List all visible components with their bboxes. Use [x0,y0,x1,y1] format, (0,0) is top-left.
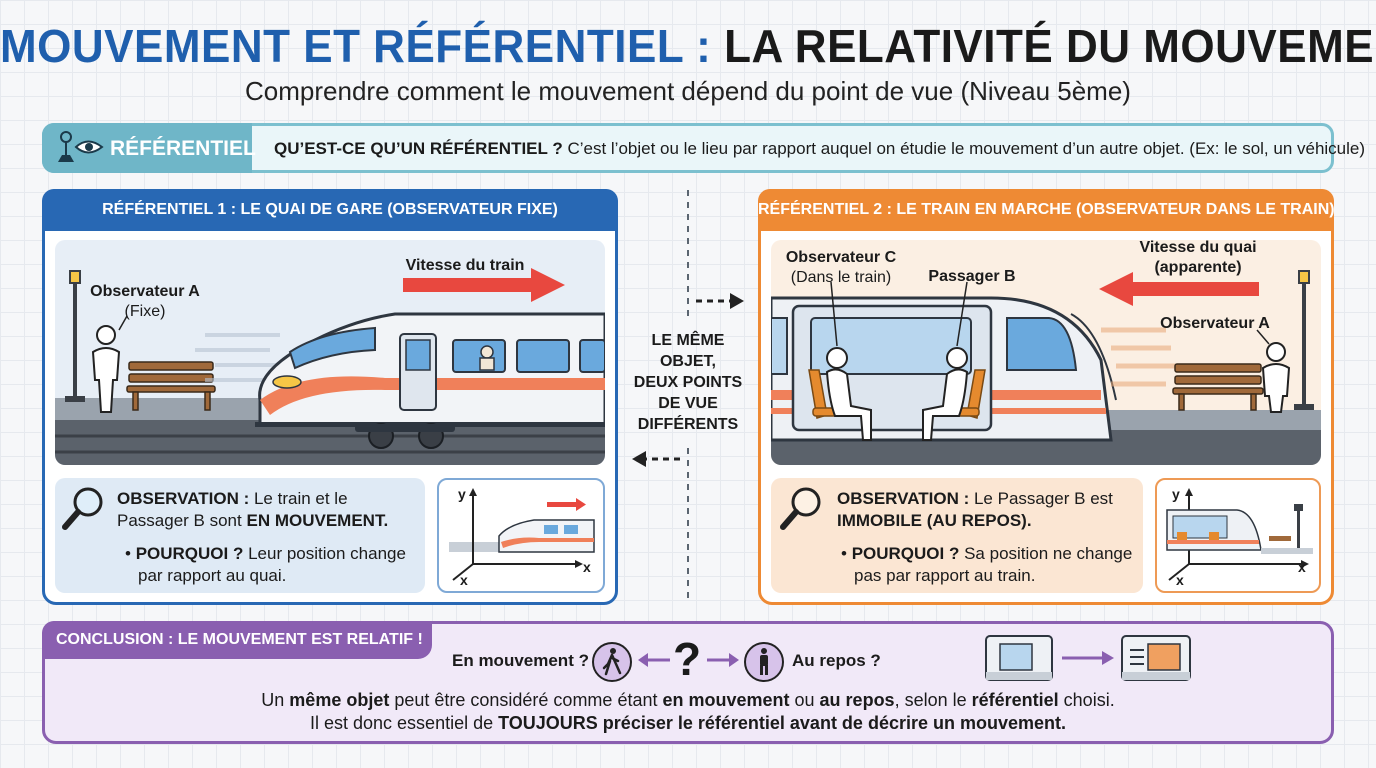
definition-question: QU’EST-CE QU’UN RÉFÉRENTIEL ? [274,139,563,158]
person-icon [91,325,121,413]
label-observer-a-train: Observateur A [1160,315,1270,332]
label-observer-a: Observateur A [90,283,200,300]
bench-icon [126,361,216,411]
title-part2: LA RELATIVITÉ DU MOUVEMENT [724,20,1376,73]
axis-x-label-quai: x [460,572,468,588]
axis-diagram-quai [449,488,595,581]
axis-x-label-train-right: x [1298,559,1306,575]
axis-y-label-train: y [1172,486,1180,502]
definition-answer: C’est l’objet ou le lieu par rapport auq… [567,139,1366,158]
magnifier-icon [62,487,103,530]
axis-x-label-quai-right: x [583,559,591,575]
observation-box-quai [55,478,425,593]
axis-diagram-train [1166,488,1313,581]
label-au-repos: Au repos ? [792,651,881,670]
walking-person-icon [592,642,632,682]
mini-diagram-quai [437,478,605,593]
lamp-post-icon [65,270,85,402]
panel-quai-title: RÉFÉRENTIEL 1 : LE QUAI DE GARE (OBSERVA… [102,201,558,218]
label-train-speed: Vitesse du train [405,257,525,274]
middle-caption: LE MÊME OBJET, DEUX POINTS DE VUE DIFFÉR… [633,332,743,433]
page-subtitle: Comprendre comment le mouvement dépend d… [245,76,1131,106]
label-en-mouvement: En mouvement ? [452,651,589,670]
observation-text-quai: OBSERVATION : Le train et le Passager B … [117,489,389,530]
train-interior-illustration [771,296,1117,442]
axis-x-label-train: x [1176,572,1184,588]
panel-train-title: RÉFÉRENTIEL 2 : LE TRAIN EN MARCHE (OBSE… [758,201,1335,218]
definition-tag-label: RÉFÉRENTIEL [110,137,256,160]
why-text-quai: • POURQUOI ? Leur position change par ra… [125,544,406,585]
why-text-train: • POURQUOI ? Sa position ne change pas p… [841,544,1133,585]
arrow-left-icon [638,653,670,667]
conclusion-line-2: Il est donc essentiel de TOUJOURS précis… [310,713,1066,733]
speed-arrow-right [403,268,565,302]
conclusion-tag-label: CONCLUSION : LE MOUVEMENT EST RELATIF ! [56,631,423,648]
label-quai-speed: Vitesse du quai [1139,239,1257,256]
title-part1: MOUVEMENT ET RÉFÉRENTIEL : [0,20,712,73]
person-icon-passenger [922,347,969,441]
label-observer-c-note: (Dans le train) [790,269,892,286]
conclusion-tag [42,621,432,659]
person-icon [825,347,872,441]
scene-train-illustration [771,270,1321,465]
observer-eye-icon [58,131,104,162]
label-observer-a-note: (Fixe) [124,303,166,320]
scene-train [771,240,1321,465]
conclusion-line-1: Un même objet peut être considéré comme … [261,690,1115,710]
label-passenger-b: Passager B [928,268,1016,285]
panel-train-header [758,189,1334,231]
panel-quai-header [42,189,618,231]
page-title: MOUVEMENT ET RÉFÉRENTIEL : LA RELATIVITÉ… [0,21,1376,74]
train-illustration [255,312,605,449]
observation-text-train: OBSERVATION : Le Passager B est IMMOBILE… [837,489,1113,530]
lamp-post-icon [1294,270,1314,410]
label-quai-speed-note: (apparente) [1154,259,1242,276]
middle-divider [632,190,744,602]
question-mark: ? [672,633,702,685]
standing-person-icon [744,642,784,682]
magnifier-icon [780,487,821,530]
person-icon-observer-a [1261,342,1291,413]
arrow-right-icon [707,653,739,667]
axis-y-label-quai: y [458,486,466,502]
label-observer-c: Observateur C [785,249,897,266]
speed-arrow-left [1099,272,1259,306]
scene-quai-illustration [55,268,605,465]
mini-diagram-train [1155,478,1321,593]
observation-box-train [771,478,1143,593]
bench-icon [1172,363,1264,411]
frame-change-icon [985,635,1191,681]
scene-quai [55,240,605,465]
definition-text: QU’EST-CE QU’UN RÉFÉRENTIEL ? C’est l’ob… [274,139,1365,159]
definition-bar [42,123,1334,173]
